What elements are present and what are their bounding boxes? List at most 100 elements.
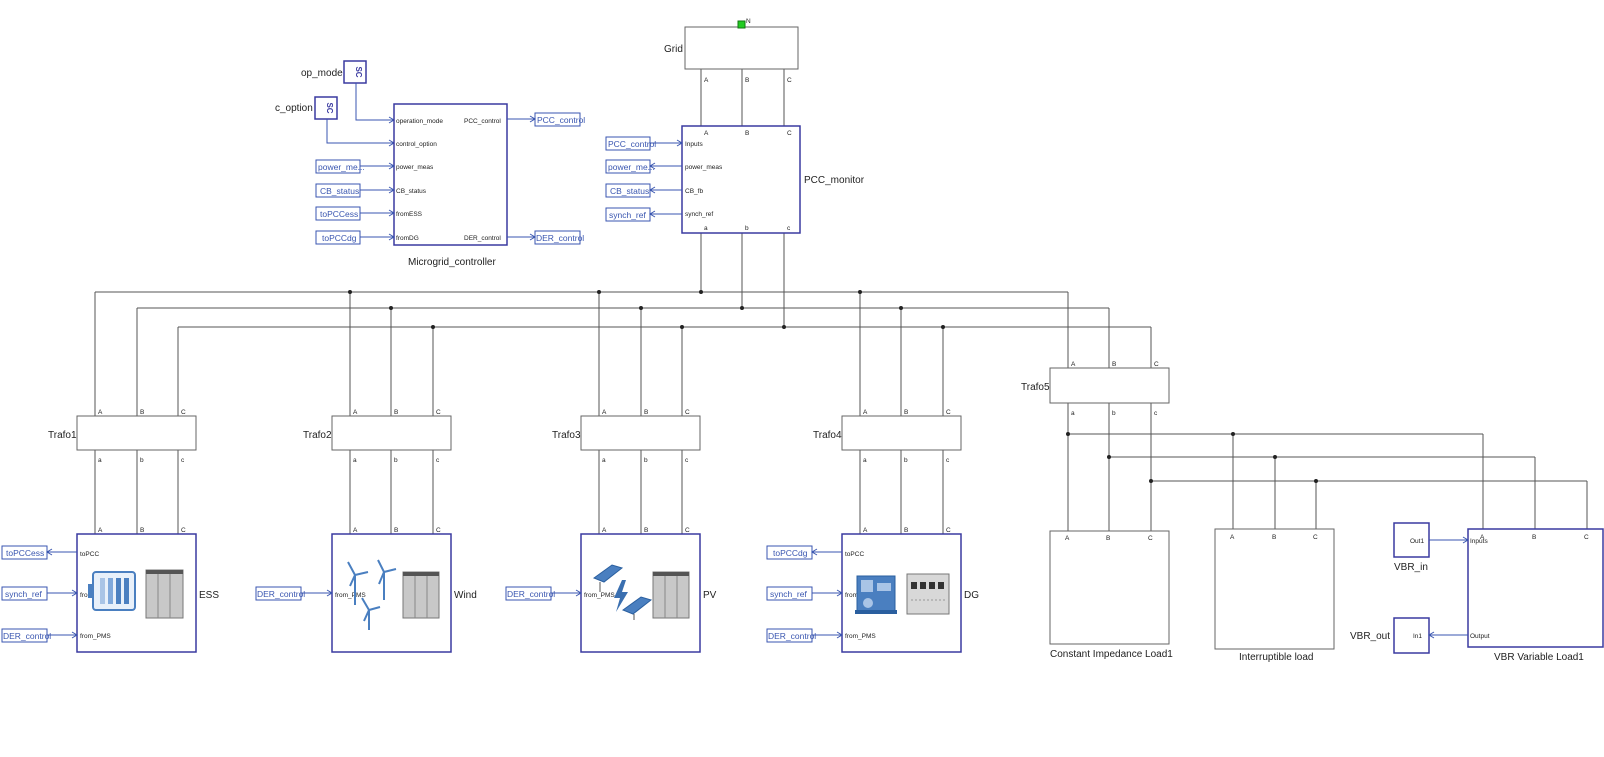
dg-port-A: A xyxy=(863,527,868,534)
grid-port-n: N xyxy=(746,18,751,25)
trafo5-port-A: A xyxy=(1071,361,1076,368)
wind-port-A: A xyxy=(353,527,358,534)
tag-ctrl-topccdg-label: toPCCdg xyxy=(322,233,357,243)
pcc-port-b: b xyxy=(745,225,749,232)
vbr-variable-load-block[interactable]: A B C Inputs Output VBR Variable Load1 xyxy=(1467,528,1604,663)
vbr-in-port: Out1 xyxy=(1410,538,1424,545)
ctrl-port-cb-status: CB_status xyxy=(396,188,427,195)
vbr-in-block[interactable]: Out1 VBR_in xyxy=(1393,522,1469,573)
microgrid-controller-block[interactable]: operation_mode control_option power_meas… xyxy=(393,103,508,268)
c-option-glyph: SC xyxy=(325,102,334,113)
load3-port-B: B xyxy=(1532,534,1536,541)
trafo4-block[interactable]: Trafo4 A B C a b c xyxy=(813,409,962,464)
dg-label: DG xyxy=(964,590,979,601)
trafo1-block[interactable]: Trafo1 A B C a b c xyxy=(48,409,197,464)
microgrid-controller-label: Microgrid_controller xyxy=(408,257,496,268)
vbr-in-label: VBR_in xyxy=(1394,562,1428,573)
trafo1-port-C: C xyxy=(181,409,186,416)
dg-port-from-pms: from_PMS xyxy=(845,633,876,640)
load3-port-C: C xyxy=(1584,534,1589,541)
trafo5-port-C: C xyxy=(1154,361,1159,368)
constant-impedance-load-block[interactable]: A B C Constant Impedance Load1 xyxy=(1049,530,1173,660)
diesel-generator-icon xyxy=(855,575,897,614)
ess-port-topcc: toPCC xyxy=(80,551,99,558)
tag-ess-der-control-label: DER_control xyxy=(3,631,51,641)
trafo1-port-a: a xyxy=(98,457,102,464)
pv-port-C: C xyxy=(685,527,690,534)
dg-port-C: C xyxy=(946,527,951,534)
pcc-port-B: B xyxy=(745,130,749,137)
ctrl-port-der-control: DER_control xyxy=(464,235,501,242)
pcc-port-synch-ref: synch_ref xyxy=(685,211,713,218)
pv-signal-tags: DER_control xyxy=(505,586,582,601)
trafo3-block[interactable]: Trafo3 A B C a b c xyxy=(552,409,701,464)
trafo1-port-B: B xyxy=(140,409,144,416)
vbr-out-block[interactable]: In1 VBR_out xyxy=(1350,617,1468,654)
dg-port-topcc: toPCC xyxy=(845,551,864,558)
ess-port-C: C xyxy=(181,527,186,534)
tag-ess-synch-ref-label: synch_ref xyxy=(5,589,42,599)
c-option-block[interactable]: SC c_option xyxy=(275,96,395,147)
c-option-label: c_option xyxy=(275,103,313,114)
tag-wind-der-control-label: DER_control xyxy=(257,589,305,599)
trafo3-port-a: a xyxy=(602,457,606,464)
pv-block[interactable]: A B C from_PMS PV xyxy=(580,527,717,653)
ctrl-port-fromdg: fromDG xyxy=(396,235,419,242)
tag-pcc-cb-status-label: CB_status xyxy=(610,186,649,196)
grid-port-b: B xyxy=(745,77,749,84)
grid-block[interactable]: N Grid A B C xyxy=(664,18,799,84)
trafo5-label: Trafo5 xyxy=(1021,382,1050,393)
wind-cabinet-icon xyxy=(402,571,440,619)
pcc-signal-tags: PCC_control power_me... CB_status synch_… xyxy=(605,136,683,222)
trafo1-port-A: A xyxy=(98,409,103,416)
tag-dg-synch-ref-label: synch_ref xyxy=(770,589,807,599)
wind-signal-tags: DER_control xyxy=(255,586,333,601)
dg-block[interactable]: A B C toPCC from_PCC from_PMS DG xyxy=(841,527,979,653)
pcc-port-a: a xyxy=(704,225,708,232)
pcc-port-power-meas: power_meas xyxy=(685,164,723,171)
ctrl-port-control-option: control_option xyxy=(396,141,437,148)
tag-pcc-synch-ref-label: synch_ref xyxy=(609,210,646,220)
ess-block[interactable]: A B C toPCC from_PCC from_PMS ESS xyxy=(76,527,219,653)
pv-port-B: B xyxy=(644,527,648,534)
ctrl-port-power-meas: power_meas xyxy=(396,164,434,171)
trafo4-port-C: C xyxy=(946,409,951,416)
op-mode-block[interactable]: SC op_mode xyxy=(301,60,395,124)
pv-port-A: A xyxy=(602,527,607,534)
trafo1-label: Trafo1 xyxy=(48,430,77,441)
pcc-monitor-label: PCC_monitor xyxy=(804,175,865,186)
tag-dg-der-control-label: DER_control xyxy=(768,631,816,641)
op-mode-label: op_mode xyxy=(301,68,343,79)
pv-label: PV xyxy=(703,590,717,601)
wind-port-from-pms: from_PMS xyxy=(335,592,366,599)
tag-pcc-control-in-label: PCC_control xyxy=(608,139,656,149)
trafo3-port-c: c xyxy=(685,457,689,464)
trafo3-port-A: A xyxy=(602,409,607,416)
pcc-monitor-block[interactable]: A B C Inputs power_meas CB_fb synch_ref … xyxy=(681,125,865,234)
trafo4-port-a: a xyxy=(863,457,867,464)
load2-port-C: C xyxy=(1313,534,1318,541)
bus-wires xyxy=(94,69,1588,534)
trafo3-port-B: B xyxy=(644,409,648,416)
load2-port-A: A xyxy=(1230,534,1235,541)
trafo2-port-c: c xyxy=(436,457,440,464)
trafo5-block[interactable]: Trafo5 A B C a b c xyxy=(1021,361,1170,417)
tag-ess-topccess-label: toPCCess xyxy=(6,548,44,558)
load1-port-A: A xyxy=(1065,535,1070,542)
trafo2-block[interactable]: Trafo2 A B C a b c xyxy=(303,409,452,464)
ctrl-port-operation-mode: operation_mode xyxy=(396,118,443,125)
tag-ctrl-der-out-label: DER_control xyxy=(536,233,584,243)
tag-dg-topccdg-label: toPCCdg xyxy=(773,548,808,558)
tag-ctrl-power-meas-label: power_me... xyxy=(318,162,365,172)
trafo5-port-b: b xyxy=(1112,410,1116,417)
tag-pcc-power-meas-label: power_me... xyxy=(608,162,655,172)
interruptible-load-block[interactable]: A B C Interruptible load xyxy=(1214,528,1335,663)
trafo5-port-c: c xyxy=(1154,410,1158,417)
wind-block[interactable]: A B C from_PMS Wind xyxy=(331,527,477,653)
trafo1-port-b: b xyxy=(140,457,144,464)
ess-port-B: B xyxy=(140,527,144,534)
ess-label: ESS xyxy=(199,590,219,601)
constant-impedance-load-label: Constant Impedance Load1 xyxy=(1050,649,1173,660)
ess-port-from-pms: from_PMS xyxy=(80,633,111,640)
